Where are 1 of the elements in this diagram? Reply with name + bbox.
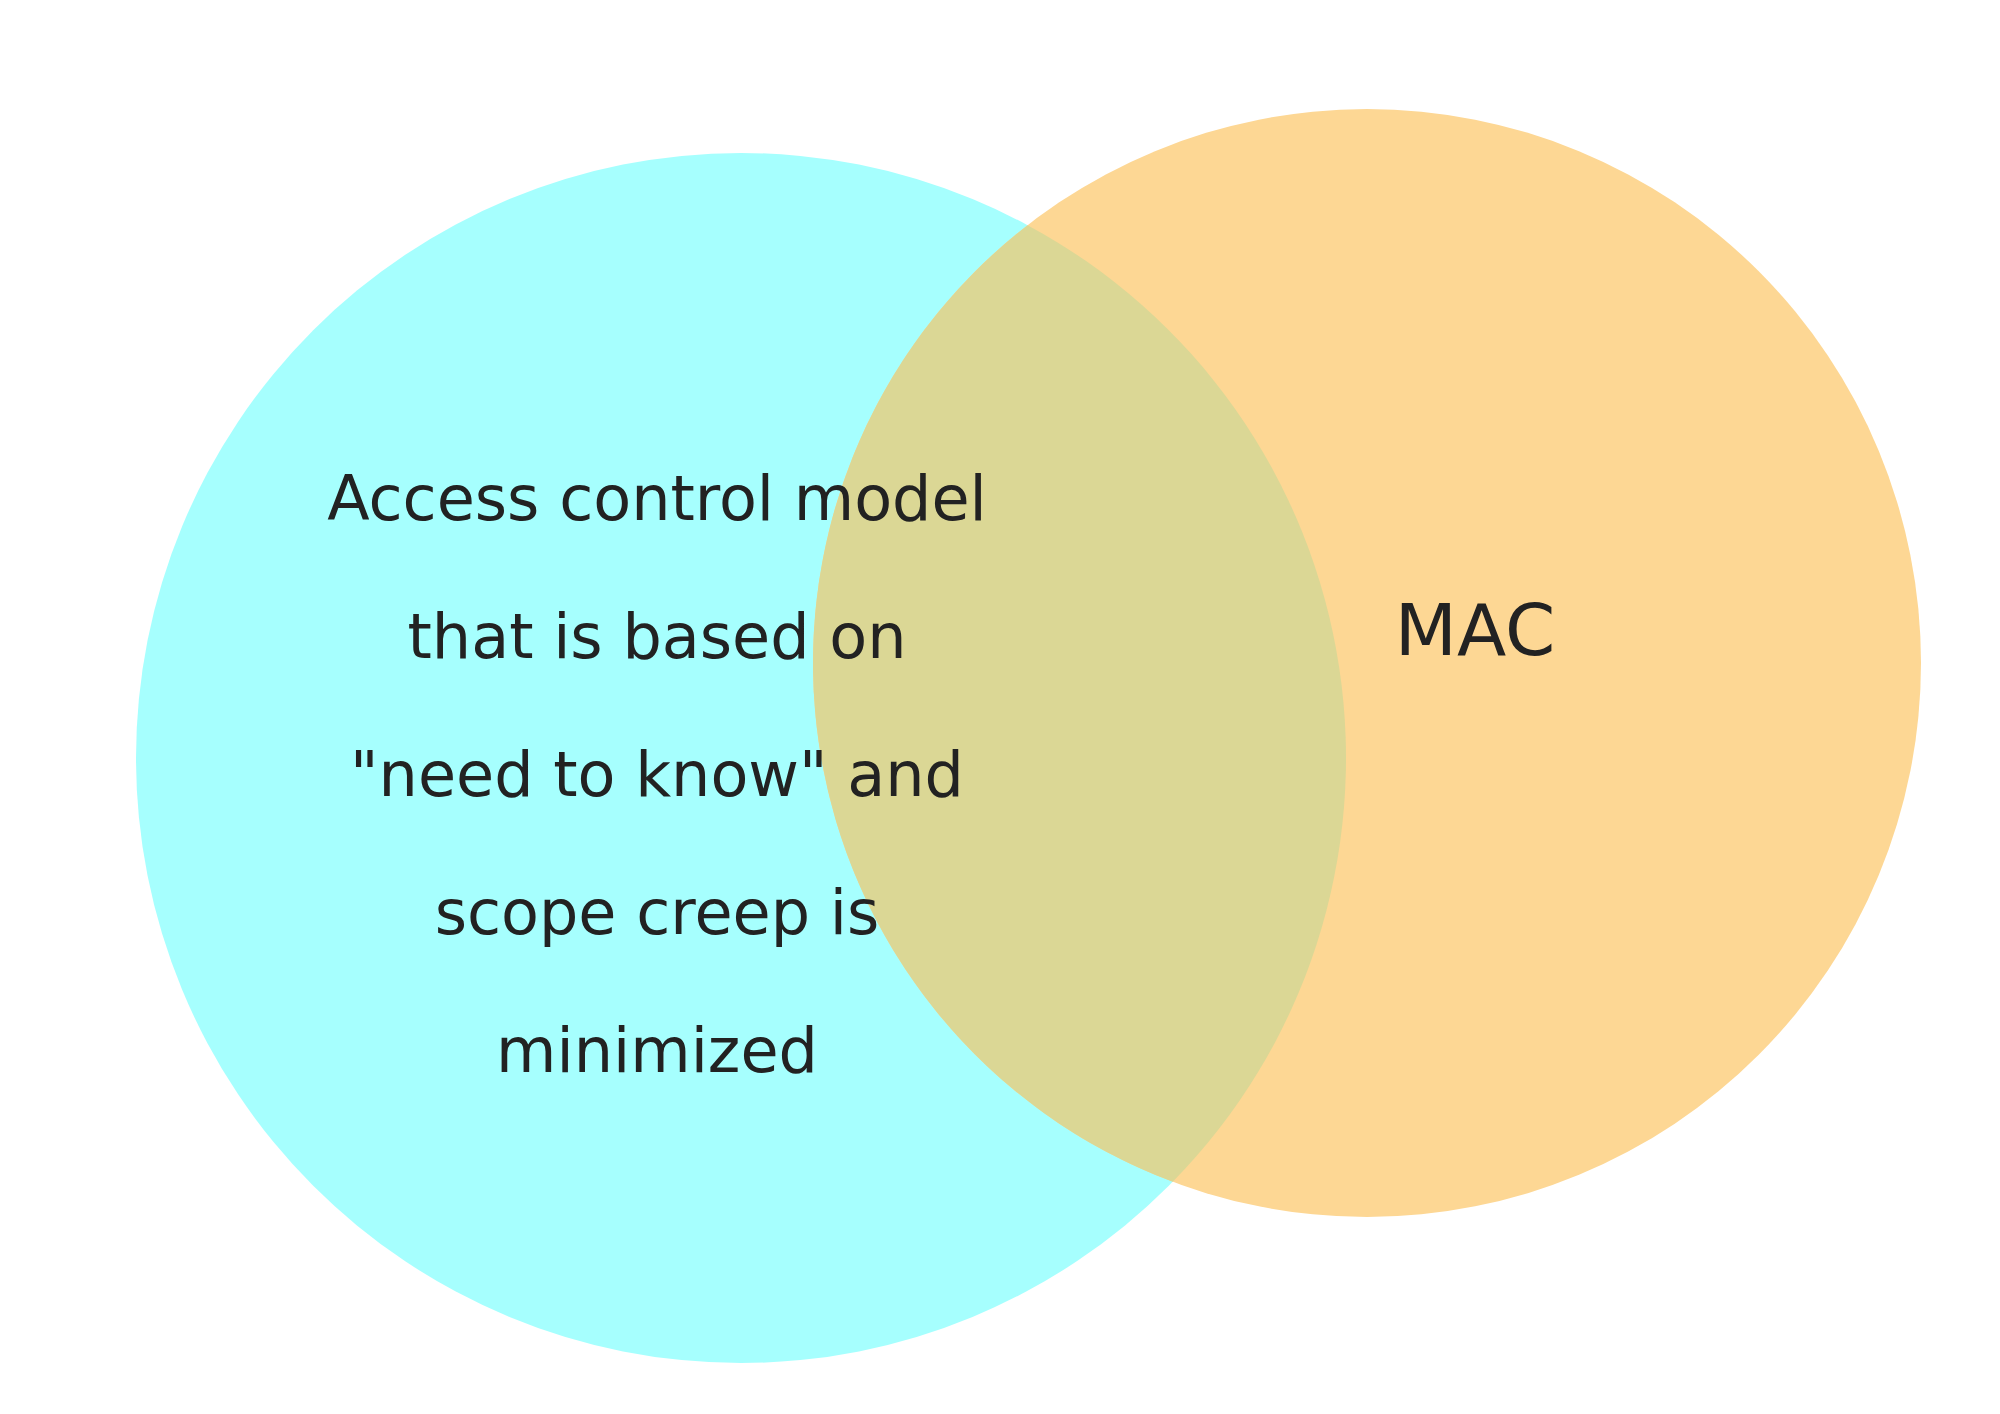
- circle-label: MAC: [1393, 587, 1557, 674]
